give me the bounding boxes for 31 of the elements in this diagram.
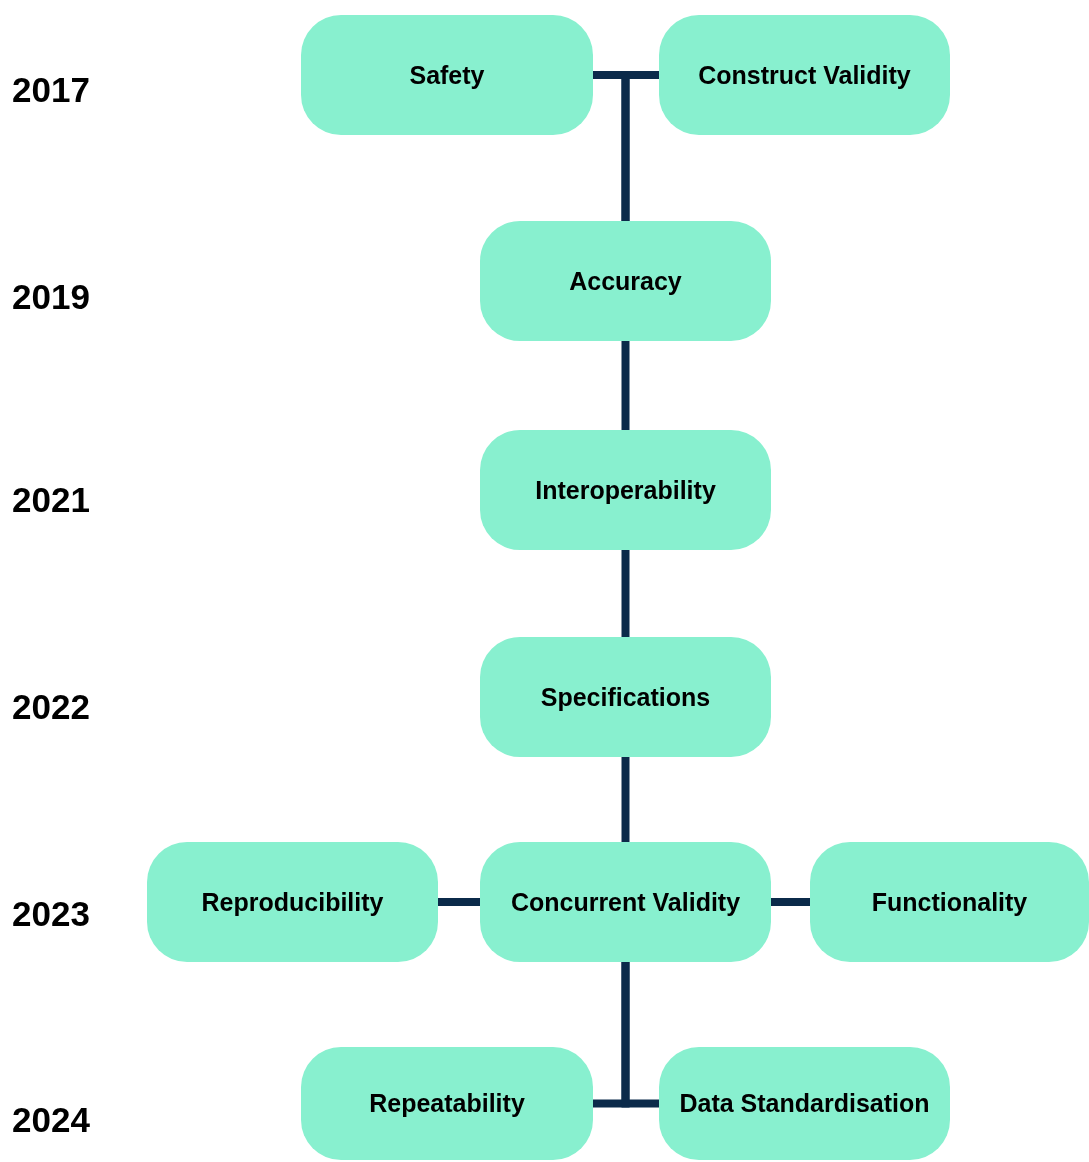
year-label: 2019 (12, 277, 90, 317)
node-label: Repeatability (369, 1088, 525, 1120)
node-label: Accuracy (569, 265, 682, 297)
node-label: Safety (409, 59, 485, 91)
rounded-box (147, 842, 438, 962)
rounded-box (810, 842, 1089, 962)
connector-line (438, 898, 480, 906)
node-label: Functionality (871, 886, 1028, 918)
rounded-box (301, 1047, 593, 1160)
node-label: Data Standardisation (679, 1088, 930, 1120)
year-label: 2022 (12, 687, 90, 727)
rounded-box (659, 15, 950, 135)
rounded-box (659, 1047, 950, 1160)
connector-line (771, 898, 810, 906)
connector-line (621, 550, 630, 637)
node-label: Construct Validity (698, 59, 911, 91)
year-label: 2023 (12, 894, 90, 934)
rounded-box (480, 430, 771, 550)
year-label: 2024 (12, 1100, 90, 1140)
rounded-box (301, 15, 593, 135)
connector-line (621, 341, 630, 430)
year-label: 2021 (12, 480, 90, 520)
node-label: Concurrent Validity (510, 886, 741, 918)
year-label: 2017 (12, 70, 90, 110)
rounded-box (480, 637, 771, 757)
connector-line (621, 757, 630, 842)
rounded-box (480, 221, 771, 341)
rounded-box (480, 842, 771, 962)
node-label: Specifications (540, 681, 711, 713)
node-label: Reproducibility (201, 886, 384, 918)
node-label: Interoperability (535, 474, 716, 506)
